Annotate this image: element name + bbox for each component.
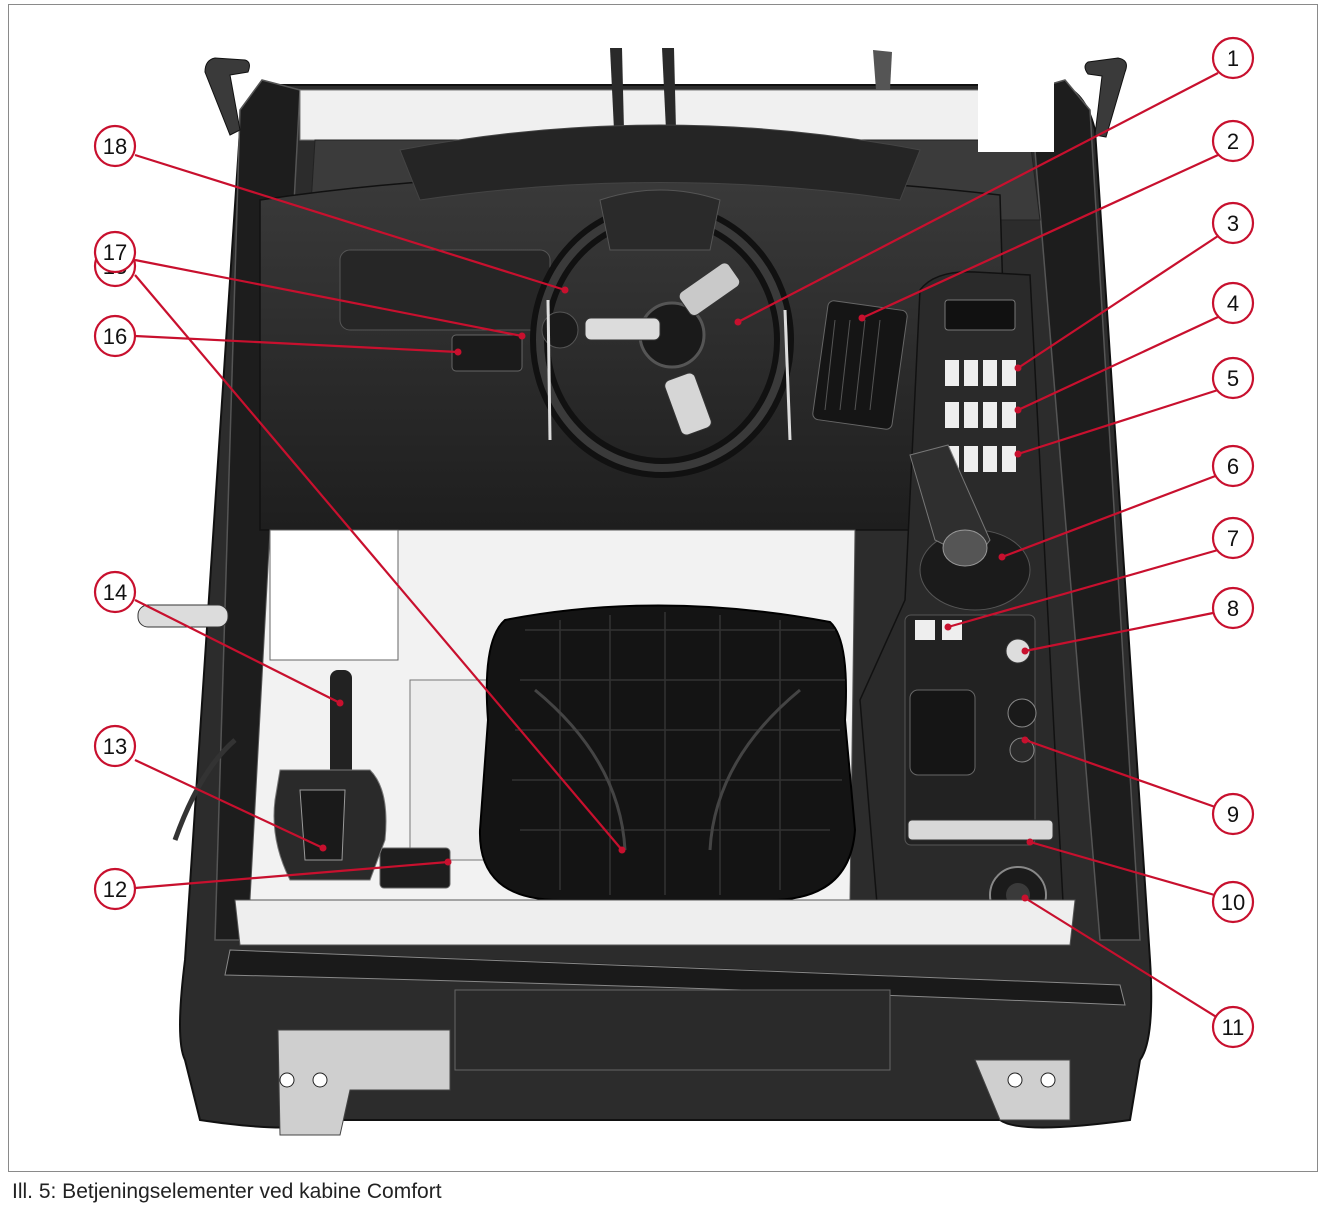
callout-8: 8 xyxy=(1211,586,1255,630)
leader-lines xyxy=(134,72,1219,1019)
svg-text:9: 9 xyxy=(1227,802,1239,827)
svg-text:17: 17 xyxy=(103,240,127,265)
leader-line-7 xyxy=(947,548,1219,629)
cabin-illustration: 1 2 3 4 5 6 7 8 9 10 11 12 xyxy=(93,36,1255,1136)
leader-line-5 xyxy=(1017,388,1219,456)
callout-17: 17 xyxy=(93,230,137,274)
callout-7: 7 xyxy=(1211,516,1255,560)
svg-text:13: 13 xyxy=(103,734,127,759)
svg-text:7: 7 xyxy=(1227,526,1239,551)
svg-text:2: 2 xyxy=(1227,129,1239,154)
svg-text:16: 16 xyxy=(103,324,127,349)
operator-seat xyxy=(379,604,857,901)
leader-line-18 xyxy=(134,153,566,292)
svg-text:4: 4 xyxy=(1227,291,1239,316)
callout-3: 3 xyxy=(1211,201,1255,245)
leader-line-10 xyxy=(1029,840,1219,898)
dashboard xyxy=(259,124,1011,531)
svg-text:11: 11 xyxy=(1222,1015,1245,1040)
rear-mounts xyxy=(277,1029,1071,1136)
callout-6: 6 xyxy=(1211,444,1255,488)
steering-wheel xyxy=(530,189,794,478)
callout-10: 10 xyxy=(1211,880,1255,924)
callout-12: 12 xyxy=(93,867,137,911)
svg-text:14: 14 xyxy=(103,580,127,605)
svg-text:5: 5 xyxy=(1227,366,1239,391)
callout-14: 14 xyxy=(93,570,137,614)
switch-row-1 xyxy=(945,360,1016,386)
leader-line-14 xyxy=(134,599,341,704)
callout-4: 4 xyxy=(1211,281,1255,325)
leader-line-9 xyxy=(1024,738,1219,810)
svg-text:8: 8 xyxy=(1227,596,1239,621)
figure-caption: Ill. 5: Betjeningselementer ved kabine C… xyxy=(12,1180,442,1203)
leader-line-17 xyxy=(134,258,523,338)
svg-text:3: 3 xyxy=(1227,211,1239,236)
switch-row-2 xyxy=(945,402,1016,428)
leader-line-3 xyxy=(1017,235,1219,369)
svg-text:6: 6 xyxy=(1227,454,1239,479)
leader-line-11 xyxy=(1024,897,1219,1019)
leader-line-8 xyxy=(1024,610,1219,653)
leader-line-1 xyxy=(737,72,1219,323)
callout-5: 5 xyxy=(1211,356,1255,400)
svg-text:10: 10 xyxy=(1221,890,1245,915)
callout-2: 2 xyxy=(1211,119,1255,163)
rear-crossbar xyxy=(224,899,1126,1071)
svg-text:18: 18 xyxy=(103,134,127,159)
leader-line-4 xyxy=(1017,316,1219,411)
svg-text:12: 12 xyxy=(103,877,127,902)
svg-text:1: 1 xyxy=(1227,46,1239,71)
leader-line-15 xyxy=(134,274,623,851)
leader-line-13 xyxy=(134,759,324,849)
callout-16: 16 xyxy=(93,314,137,358)
leader-line-16 xyxy=(134,334,459,354)
callout-18: 18 xyxy=(93,124,137,168)
leader-endpoints xyxy=(319,286,1034,902)
callout-13: 13 xyxy=(93,724,137,768)
callout-9: 9 xyxy=(1211,792,1255,836)
leader-line-6 xyxy=(1001,473,1219,559)
callout-11: 11 xyxy=(1211,1005,1255,1049)
leader-line-2 xyxy=(861,153,1219,320)
callout-1: 1 xyxy=(1211,36,1255,80)
leader-line-12 xyxy=(134,860,449,890)
